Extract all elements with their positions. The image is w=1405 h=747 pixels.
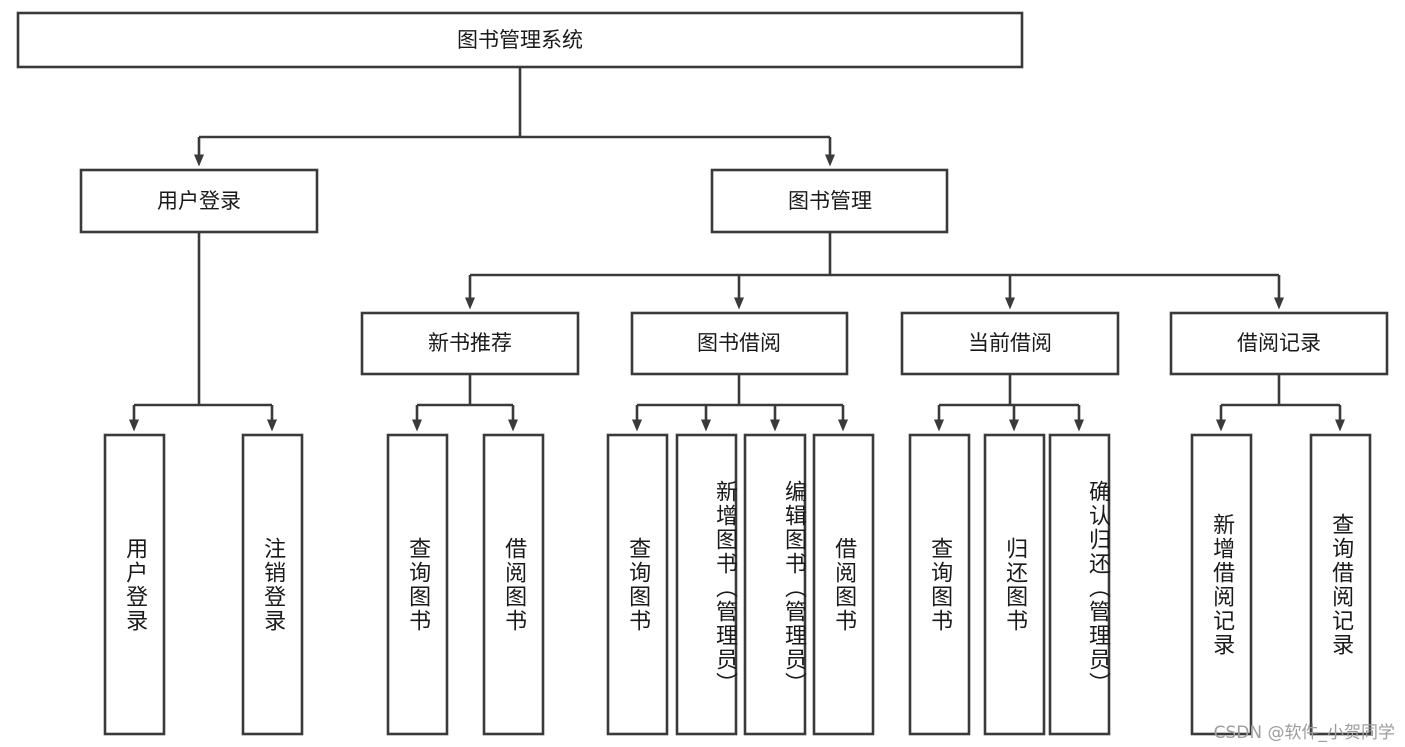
node-leaf-edit-book-box[interactable] bbox=[743, 433, 807, 736]
node-leaf-user-login-box[interactable] bbox=[103, 433, 166, 736]
node-current-borrow-box[interactable] bbox=[900, 311, 1120, 376]
node-book-management[interactable]: 图书管理 bbox=[710, 168, 949, 234]
node-user-login-label: 用户登录 bbox=[157, 189, 241, 213]
node-leaf-add-record-box[interactable] bbox=[1190, 433, 1253, 736]
node-leaf-return-book-box[interactable] bbox=[983, 433, 1046, 736]
node-new-book-recommend[interactable]: 新书推荐 bbox=[360, 311, 580, 376]
node-borrow-record[interactable]: 借阅记录 bbox=[1169, 311, 1389, 376]
node-root[interactable]: 图书管理系统 bbox=[16, 11, 1024, 69]
connector-group-book-management bbox=[465, 232, 1284, 310]
node-current-borrow-label: 当前借阅 bbox=[968, 331, 1052, 355]
node-borrow-record-box[interactable] bbox=[1169, 311, 1389, 376]
connector-group-root bbox=[194, 67, 835, 167]
node-new-book-recommend-label: 新书推荐 bbox=[428, 331, 512, 355]
node-borrow-record-label: 借阅记录 bbox=[1237, 331, 1321, 355]
watermark-text: CSDN @软件_小贺同学 bbox=[1213, 723, 1395, 743]
node-new-book-recommend-box[interactable] bbox=[360, 311, 580, 376]
node-book-borrow-label: 图书借阅 bbox=[697, 331, 781, 355]
node-leaf-query-record-box[interactable] bbox=[1309, 433, 1372, 736]
connector-group-borrow-record bbox=[1216, 374, 1345, 432]
connector-group-new-book-recommend bbox=[412, 374, 518, 432]
node-current-borrow[interactable]: 当前借阅 bbox=[900, 311, 1120, 376]
node-leaf-query-book-1-box[interactable] bbox=[386, 433, 449, 736]
node-user-login-box[interactable] bbox=[79, 168, 319, 234]
connector-group-current-borrow bbox=[934, 374, 1084, 432]
node-book-management-box[interactable] bbox=[710, 168, 949, 234]
connector-group-book-borrow bbox=[632, 374, 848, 432]
node-leaf-add-book-box[interactable] bbox=[675, 433, 738, 736]
node-leaf-borrow-book-1-box[interactable] bbox=[482, 433, 545, 736]
node-leaf-logout-login-box[interactable] bbox=[241, 433, 304, 736]
node-root-label: 图书管理系统 bbox=[457, 28, 583, 52]
node-book-management-label: 图书管理 bbox=[788, 189, 872, 213]
connector-group-user-login bbox=[129, 232, 277, 432]
node-leaf-borrow-book-2-box[interactable] bbox=[812, 433, 875, 736]
node-root-box[interactable] bbox=[16, 11, 1024, 69]
node-leaf-confirm-return-box[interactable] bbox=[1048, 433, 1111, 736]
node-user-login[interactable]: 用户登录 bbox=[79, 168, 319, 234]
node-leaf-query-book-2-box[interactable] bbox=[606, 433, 669, 736]
node-leaf-query-book-3-box[interactable] bbox=[908, 433, 971, 736]
leaf-boxes bbox=[103, 433, 1372, 736]
node-book-borrow[interactable]: 图书借阅 bbox=[630, 311, 849, 376]
node-book-borrow-box[interactable] bbox=[630, 311, 849, 376]
